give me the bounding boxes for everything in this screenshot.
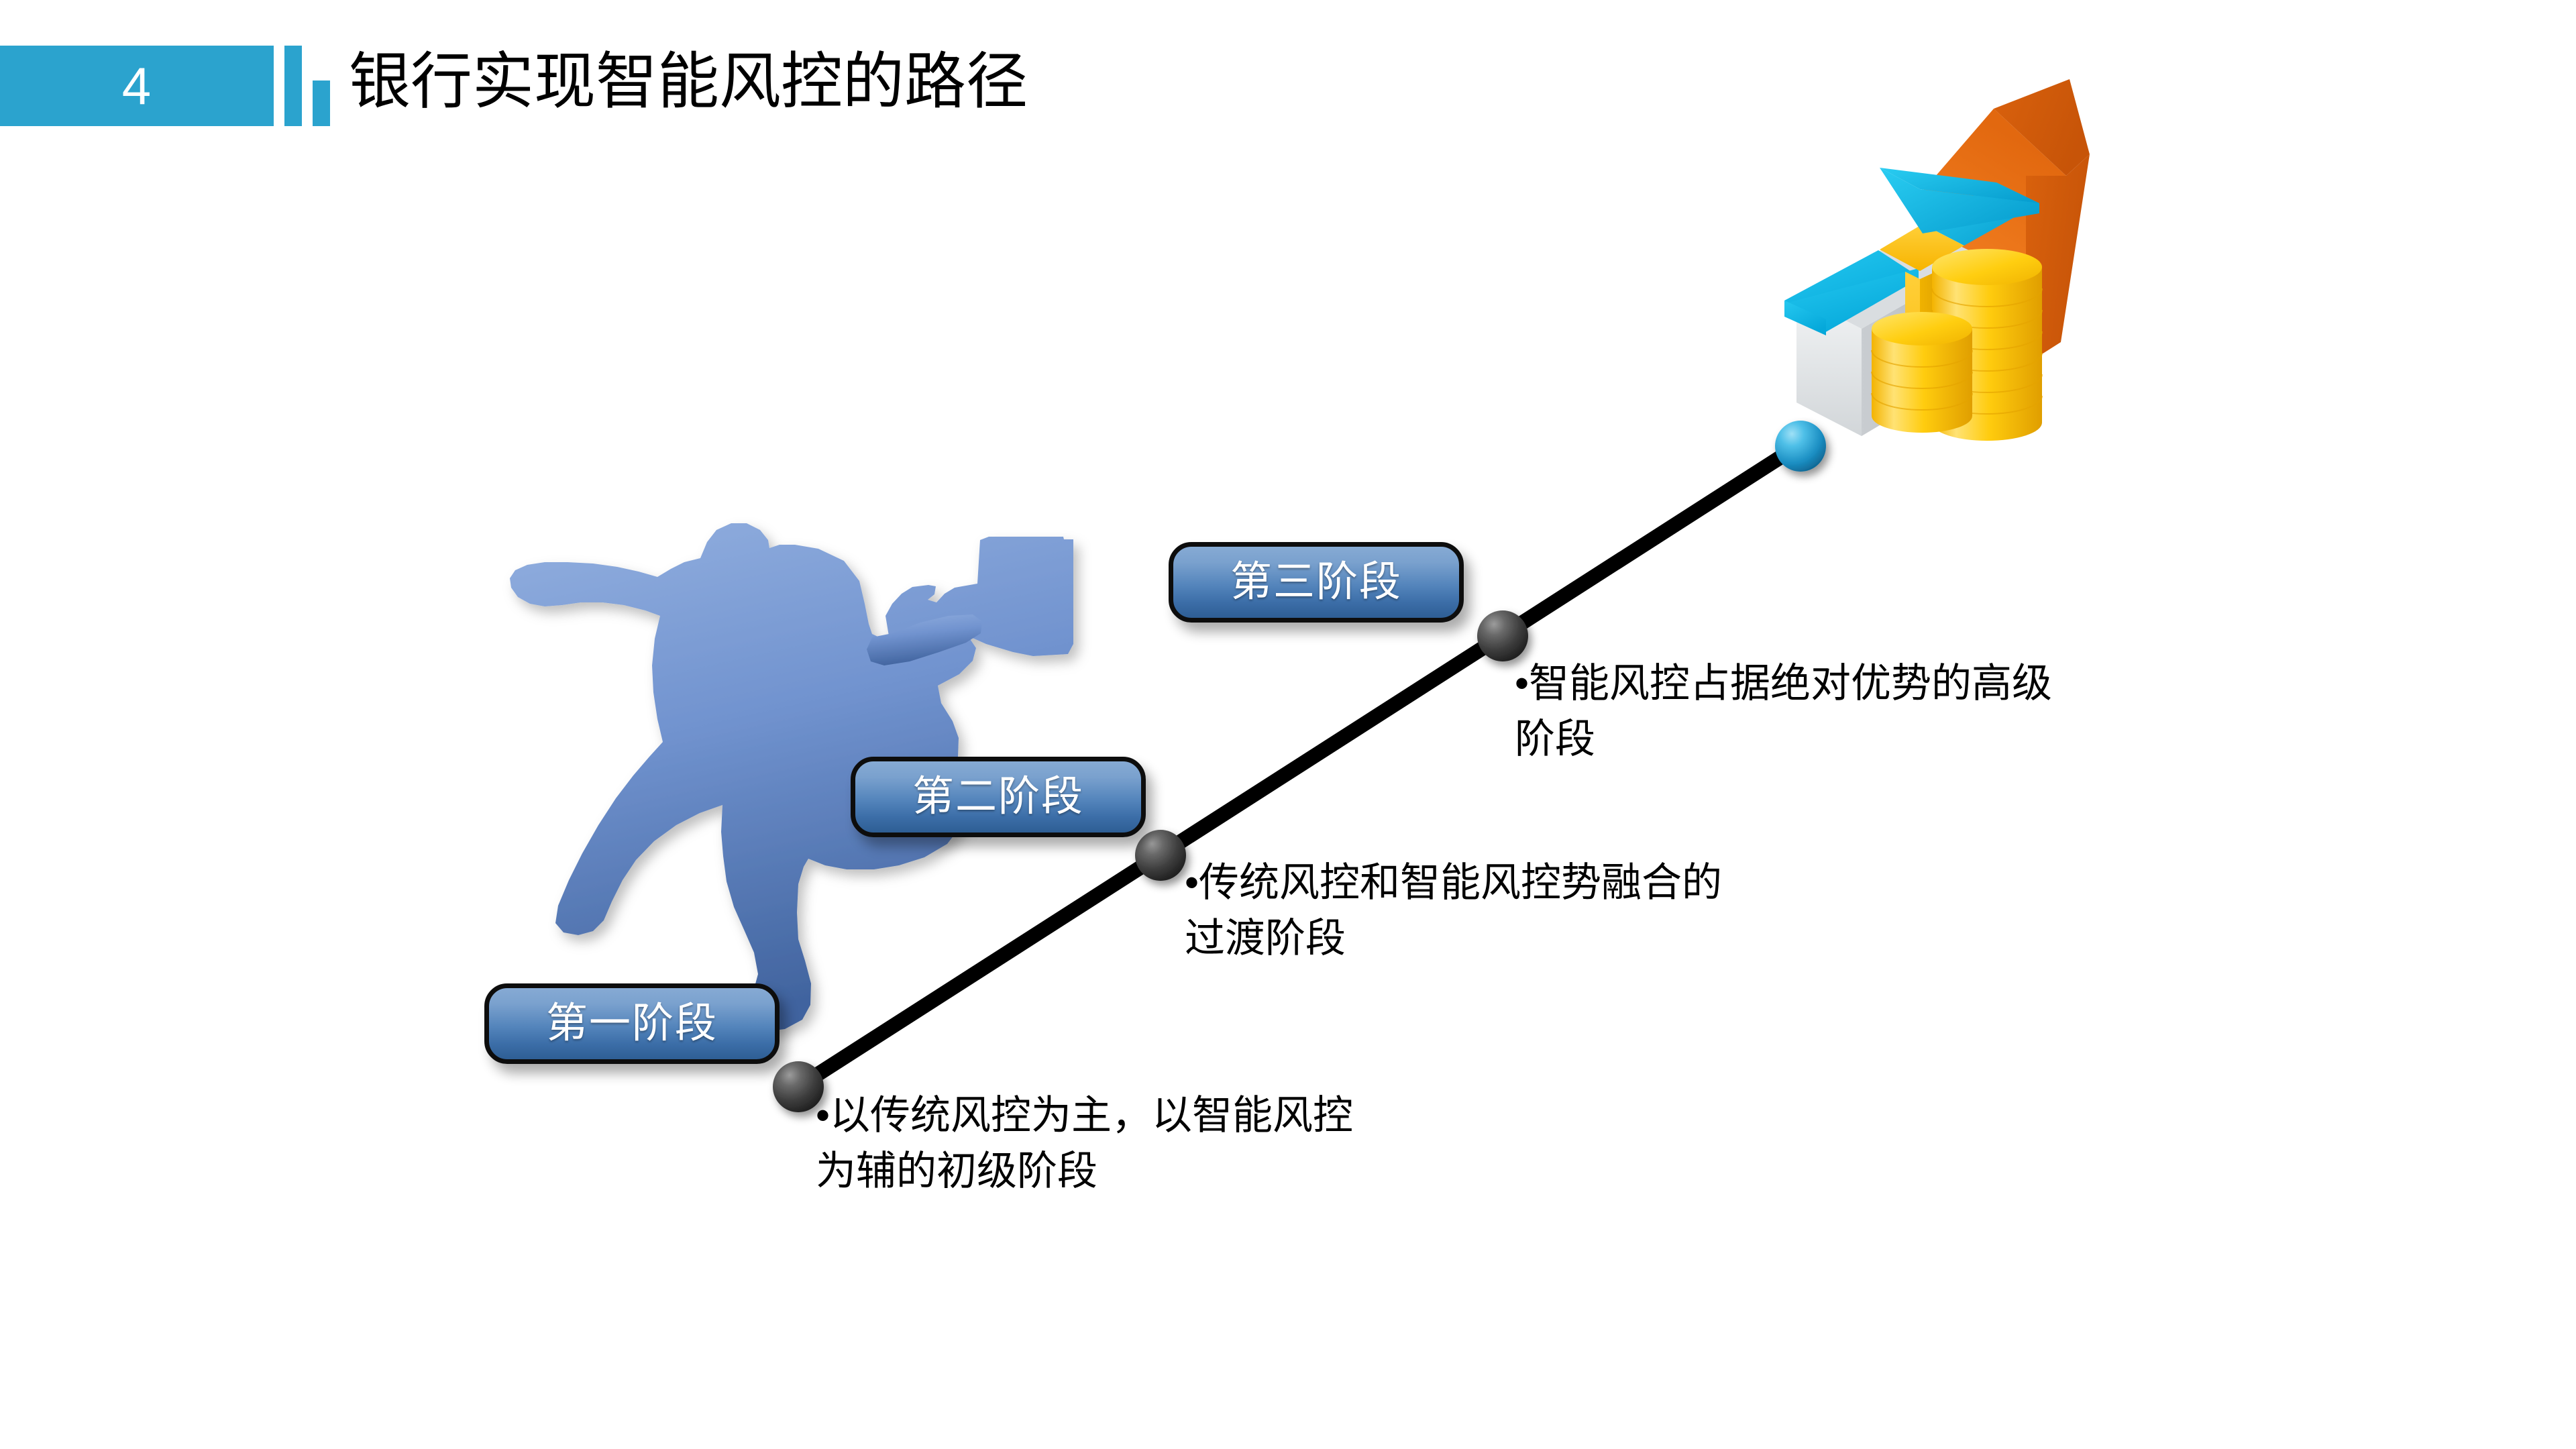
stage-badge-3-label: 第三阶段 [1230,559,1402,605]
house-roof-right [1923,182,2039,246]
house-wall-front [1796,295,1862,436]
coin-stack-tall [1931,249,2043,441]
house-ribbon-wall-front [1905,272,1920,419]
slide-number-text: 4 [121,56,152,115]
stage-description-3: •智能风控占据绝对优势的高级 阶段 [1515,661,2053,761]
stage-badge-3[interactable]: 第三阶段 [1169,542,1464,623]
slide-number-badge: 4 [0,46,274,126]
house-roof-right-upper [1880,168,2039,203]
stage-badge-2[interactable]: 第二阶段 [851,757,1146,837]
stage-description-1: •以传统风控为主，以智能风控 为辅的初级阶段 [816,1093,1354,1193]
house-roof-left-face [1784,301,1826,335]
house-ribbon-wall [1920,267,1946,419]
stage-badge-1-label: 第一阶段 [545,1000,718,1046]
stage-node-3 [1477,610,1528,661]
coin-stack-short [1871,312,1973,433]
house-wall-top [1796,228,1986,329]
accent-bar-tall [284,46,302,126]
stage-node-2 [1135,830,1186,881]
stage-badge-1[interactable]: 第一阶段 [484,983,780,1064]
stage-badge-2-label: 第二阶段 [912,773,1084,820]
house-roof-right-plane [1880,168,2039,233]
house-roof-yellow-ribbon-roof [1880,224,1964,271]
growth-arrow-side2 [2026,154,2090,364]
house-wall-right [1862,258,1986,436]
stage-description-2: •传统风控和智能风控势融合的 过渡阶段 [1185,860,1723,961]
page-title: 银行实现智能风控的路径 [349,48,1028,116]
house-roof-left-main [1786,268,1919,333]
slide-header: 4 银行实现智能风控的路径 [0,0,2576,154]
accent-bar-short [313,80,330,126]
house-roof-left [1784,250,1919,330]
summit-node [1775,421,1826,472]
